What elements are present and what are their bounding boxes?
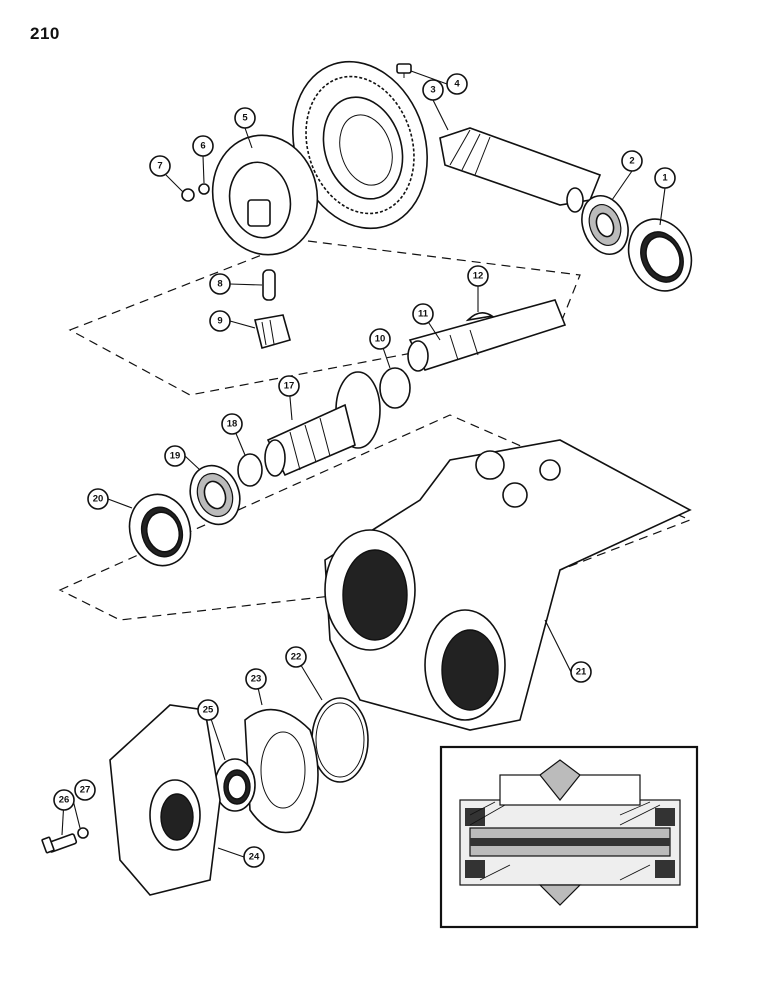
callout-4: 4 bbox=[446, 73, 468, 95]
shaft-icon bbox=[407, 299, 567, 372]
svg-text:22: 22 bbox=[291, 652, 302, 663]
callout-21: 21 bbox=[570, 661, 592, 683]
oil-seal-icon bbox=[214, 758, 256, 812]
callout-25: 25 bbox=[197, 699, 219, 721]
ring-gear-icon bbox=[292, 60, 428, 230]
washer-icon bbox=[198, 183, 210, 195]
callout-9: 9 bbox=[209, 310, 231, 332]
bearing-carrier-icon bbox=[109, 704, 221, 896]
callout-11: 11 bbox=[412, 303, 434, 325]
svg-text:24: 24 bbox=[249, 852, 260, 863]
svg-text:18: 18 bbox=[227, 419, 238, 430]
transmission-housing-icon bbox=[324, 439, 692, 731]
svg-text:6: 6 bbox=[200, 141, 205, 152]
svg-text:8: 8 bbox=[217, 279, 222, 290]
svg-text:7: 7 bbox=[157, 161, 162, 172]
svg-text:23: 23 bbox=[251, 674, 262, 685]
callout-6: 6 bbox=[192, 135, 214, 157]
callout-10: 10 bbox=[369, 328, 391, 350]
bearing-cone-icon bbox=[581, 195, 629, 255]
bull-gear-group-outline bbox=[58, 414, 692, 621]
bearing-cup-20-icon bbox=[128, 493, 192, 567]
svg-text:26: 26 bbox=[59, 795, 70, 806]
callout-8: 8 bbox=[209, 273, 231, 295]
pinion-gear-icon bbox=[254, 314, 291, 349]
differential-group-outline bbox=[68, 239, 581, 396]
key-icon bbox=[465, 312, 495, 322]
svg-text:3: 3 bbox=[430, 85, 435, 96]
callout-18: 18 bbox=[221, 413, 243, 435]
callout-3: 3 bbox=[422, 79, 444, 101]
callout-2: 2 bbox=[621, 150, 643, 172]
svg-text:10: 10 bbox=[375, 334, 386, 345]
lock-washer-icon bbox=[77, 827, 89, 839]
callout-26: 26 bbox=[53, 789, 75, 811]
svg-text:17: 17 bbox=[284, 381, 295, 392]
pin-icon bbox=[262, 269, 276, 301]
svg-text:19: 19 bbox=[170, 451, 181, 462]
callout-12: 12 bbox=[467, 265, 489, 287]
svg-text:25: 25 bbox=[203, 705, 214, 716]
svg-text:20: 20 bbox=[93, 494, 104, 505]
spacer-washer-icon bbox=[379, 367, 411, 409]
callout-23: 23 bbox=[245, 668, 267, 690]
callout-27: 27 bbox=[74, 779, 96, 801]
svg-text:5: 5 bbox=[242, 113, 248, 124]
callout-17: 17 bbox=[278, 375, 300, 397]
svg-text:2: 2 bbox=[629, 156, 634, 167]
svg-text:4: 4 bbox=[454, 79, 460, 90]
callout-1: 1 bbox=[654, 167, 676, 189]
page-number: 210 bbox=[30, 24, 60, 43]
bull-pinion-icon bbox=[264, 371, 381, 477]
o-ring-inner bbox=[315, 702, 365, 778]
o-ring-icon bbox=[311, 697, 369, 783]
callout-19: 19 bbox=[164, 445, 186, 467]
svg-text:1: 1 bbox=[662, 173, 668, 184]
bolt-icon bbox=[396, 63, 412, 78]
cross-section-inset bbox=[439, 745, 699, 929]
bearing-cup-icon bbox=[627, 218, 693, 292]
differential-case-icon bbox=[211, 134, 319, 256]
svg-text:12: 12 bbox=[473, 271, 484, 282]
callout-24: 24 bbox=[243, 846, 265, 868]
pinion-shaft-icon bbox=[439, 127, 602, 213]
gasket-icon bbox=[244, 708, 319, 834]
cap-screw-icon bbox=[41, 833, 78, 854]
svg-text:27: 27 bbox=[80, 785, 91, 796]
callout-7: 7 bbox=[149, 155, 171, 177]
bearing-cone-19-icon bbox=[189, 464, 241, 526]
nut-icon bbox=[181, 188, 195, 202]
callout-22: 22 bbox=[285, 646, 307, 668]
svg-text:21: 21 bbox=[576, 667, 587, 678]
callout-20: 20 bbox=[87, 488, 109, 510]
snap-ring-icon bbox=[237, 453, 263, 487]
svg-text:9: 9 bbox=[217, 316, 222, 327]
callout-5: 5 bbox=[234, 107, 256, 129]
svg-text:11: 11 bbox=[418, 309, 429, 320]
